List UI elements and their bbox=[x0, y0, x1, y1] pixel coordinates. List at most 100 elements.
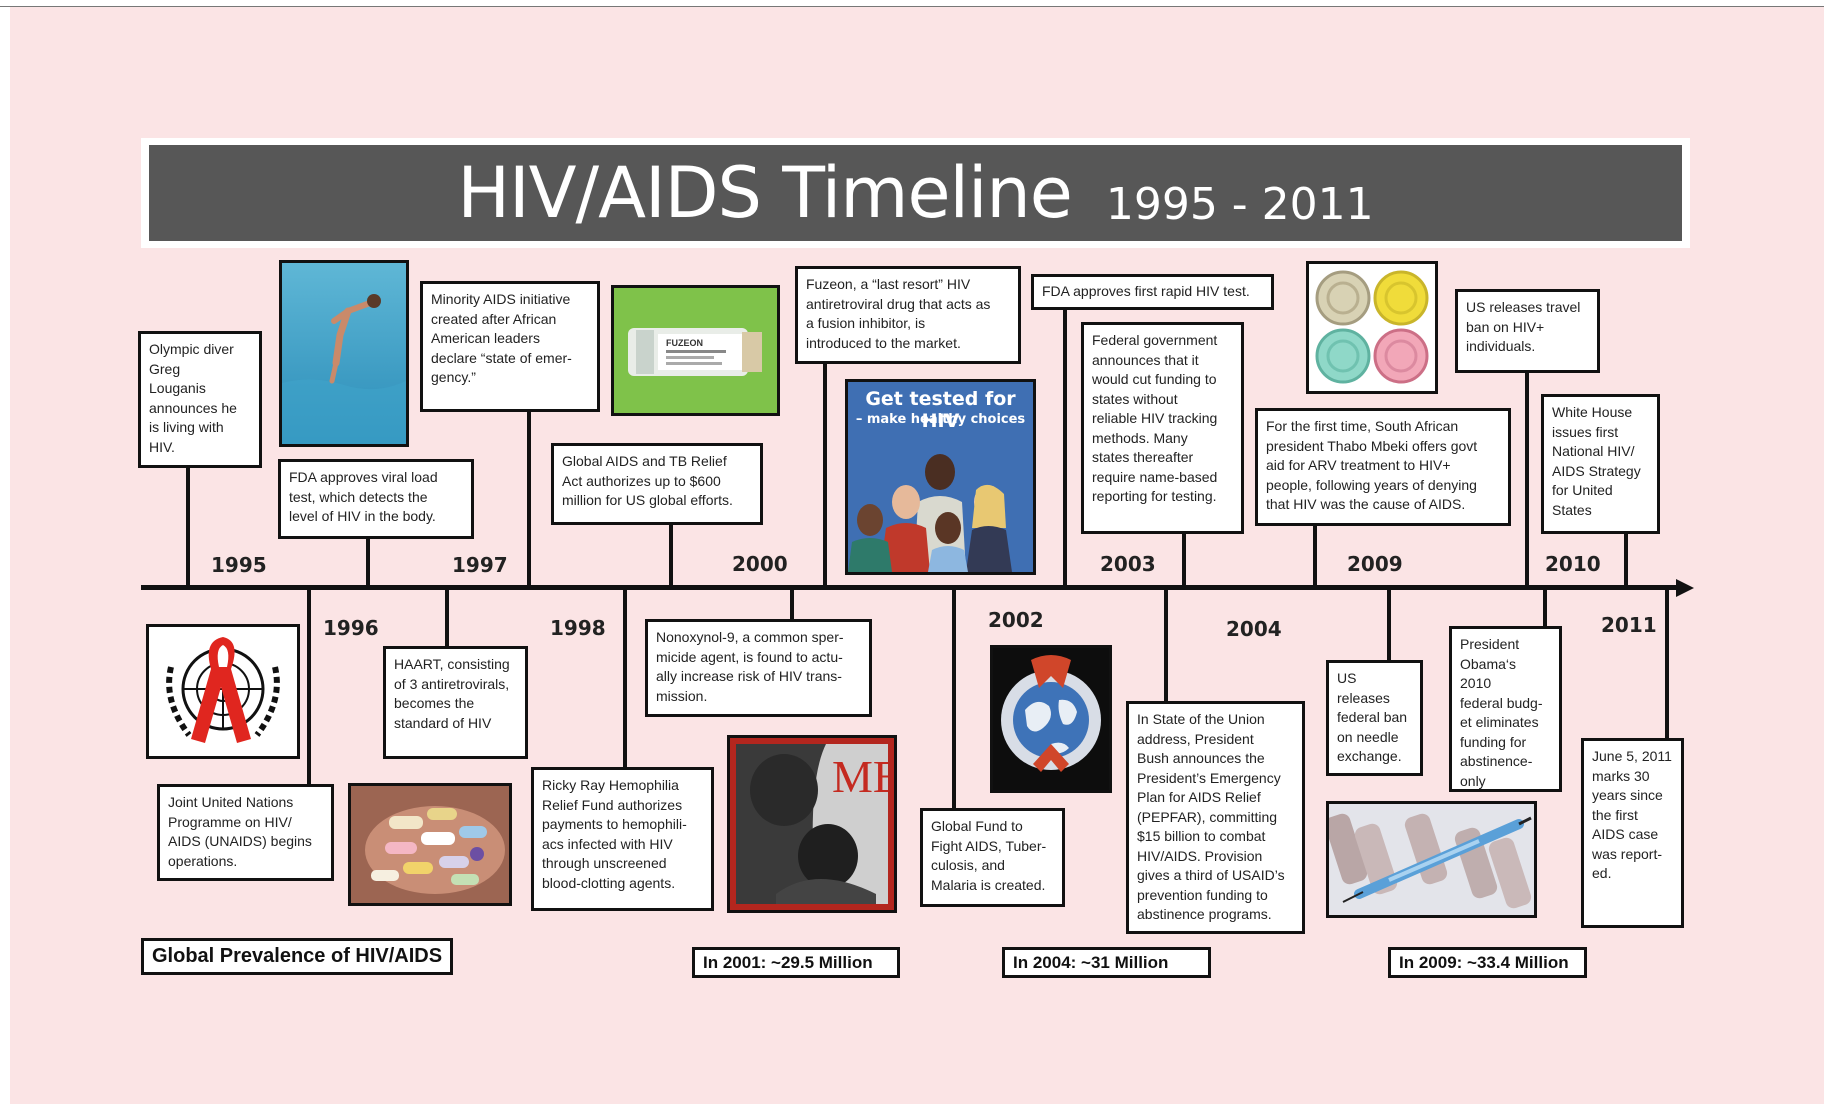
magazine-cover: ME bbox=[727, 735, 897, 913]
connector-needle bbox=[1387, 588, 1391, 662]
year-2011: 2011 bbox=[1601, 613, 1657, 637]
event-line: million for US global efforts. bbox=[562, 492, 733, 508]
event-minority: Minority AIDS initiative created after A… bbox=[420, 281, 600, 412]
syringe-photo bbox=[1326, 801, 1537, 918]
connector-nonoxynol bbox=[790, 588, 794, 620]
event-line: prevention funding to bbox=[1137, 886, 1268, 903]
event-fuzeon: Fuzeon, a “last resort” HIV antiretrovir… bbox=[795, 266, 1021, 364]
event-line: on needle bbox=[1337, 728, 1399, 745]
event-line: mission. bbox=[656, 687, 708, 704]
event-global-aids-tb: Global AIDS and TB Relief Act authorizes… bbox=[551, 443, 763, 525]
event-line: president Thabo Mbeki offers govt bbox=[1266, 437, 1478, 454]
event-louganis: Olympic diver Greg Louganis announces he… bbox=[138, 331, 262, 468]
event-line: Global AIDS and TB Relief bbox=[562, 453, 727, 469]
event-line: individuals. bbox=[1466, 338, 1536, 354]
event-rapid-test: FDA approves first rapid HIV test. bbox=[1031, 274, 1274, 310]
event-line: HIV/AIDS. Provision bbox=[1137, 847, 1263, 864]
event-line: would cut funding to bbox=[1092, 371, 1217, 387]
event-line: AIDS (UNAIDS) begins bbox=[168, 833, 312, 849]
magazine-masthead: ME bbox=[832, 751, 888, 802]
event-line: Act authorizes up to $600 bbox=[562, 472, 721, 489]
connector-obama-budget bbox=[1543, 588, 1547, 628]
event-line: HIV. bbox=[149, 438, 175, 455]
event-line: Ricky Ray Hemophilia bbox=[542, 777, 679, 793]
event-line: Nonoxynol-9, a common sper- bbox=[656, 629, 844, 645]
event-line: (PEPFAR), committing bbox=[1137, 808, 1278, 825]
event-line: Bush announces the bbox=[1137, 750, 1265, 766]
event-unaids: Joint United Nations Programme on HIV/ A… bbox=[157, 784, 334, 881]
event-line: gency.” bbox=[431, 369, 476, 385]
event-line: Global Fund to bbox=[931, 818, 1023, 834]
event-viral-load: FDA approves viral load test, which dete… bbox=[278, 459, 474, 539]
event-line: announces that it bbox=[1092, 351, 1199, 368]
vial-label: FUZEON bbox=[666, 338, 703, 348]
connector-thirty-years bbox=[1665, 588, 1669, 740]
prevalence-2004: In 2004: ~31 Million bbox=[1002, 947, 1211, 978]
event-ricky-ray: Ricky Ray Hemophilia Relief Fund authori… bbox=[531, 767, 714, 911]
event-line: ed. bbox=[1592, 865, 1612, 881]
event-mbeki: For the first time, South African presid… bbox=[1255, 408, 1511, 526]
event-line: US releases travel bbox=[1466, 299, 1581, 315]
year-2010: 2010 bbox=[1545, 552, 1601, 576]
pills-photo bbox=[348, 783, 512, 906]
year-2009: 2009 bbox=[1347, 552, 1403, 576]
diver-photo bbox=[279, 260, 409, 447]
connector-viral-load bbox=[366, 537, 370, 587]
event-line: states thereafter bbox=[1092, 449, 1194, 465]
event-line: operations. bbox=[168, 852, 238, 869]
event-line: announces he bbox=[149, 399, 237, 416]
year-2003: 2003 bbox=[1100, 552, 1156, 576]
connector-global-fund bbox=[952, 588, 956, 810]
event-line: reporting for testing. bbox=[1092, 488, 1217, 504]
event-line: States bbox=[1552, 501, 1592, 518]
event-line: Malaria is created. bbox=[931, 876, 1046, 893]
event-line: antiretroviral drug that acts as bbox=[806, 295, 991, 312]
event-line: of 3 antiretrovirals, bbox=[394, 675, 510, 692]
connector-haart bbox=[445, 588, 449, 648]
event-federal-funding: Federal government announces that it wou… bbox=[1081, 322, 1244, 534]
event-line: US releases bbox=[1337, 670, 1390, 706]
event-line: Greg bbox=[149, 360, 181, 377]
event-line: through unscreened bbox=[542, 855, 667, 871]
event-line: funding for bbox=[1460, 733, 1527, 750]
event-nonoxynol: Nonoxynol-9, a common sper- micide agent… bbox=[645, 619, 872, 717]
event-haart: HAART, consisting of 3 antiretrovirals, … bbox=[383, 646, 528, 759]
event-line: National HIV/ bbox=[1552, 443, 1635, 459]
condoms-photo bbox=[1306, 261, 1438, 394]
connector-travel-ban bbox=[1525, 370, 1529, 587]
diver-illustration bbox=[282, 263, 406, 444]
magazine-illustration: ME bbox=[736, 744, 888, 904]
event-white-house: White House issues first National HIV/ A… bbox=[1541, 394, 1660, 534]
timeline-arrowhead bbox=[1676, 579, 1694, 597]
event-line: only bbox=[1460, 772, 1486, 789]
event-line: address, President bbox=[1137, 730, 1254, 747]
event-line: abstinence programs. bbox=[1137, 906, 1272, 922]
pepfar-seal bbox=[990, 645, 1112, 793]
event-line: In State of the Union bbox=[1137, 711, 1265, 727]
prevalence-2009: In 2009: ~33.4 Million bbox=[1388, 947, 1587, 978]
event-global-fund: Global Fund to Fight AIDS, Tuber- culosi… bbox=[920, 808, 1065, 907]
event-line: June 5, 2011 bbox=[1592, 748, 1672, 764]
page-title: HIV/AIDS Timeline bbox=[457, 152, 1073, 234]
event-line: federal budg- bbox=[1460, 694, 1543, 711]
event-line: standard of HIV bbox=[394, 714, 492, 731]
pills-illustration bbox=[351, 786, 509, 903]
event-line: ally increase risk of HIV trans- bbox=[656, 668, 842, 684]
connector-rapid-test bbox=[1063, 307, 1067, 587]
event-line: Programme on HIV/ bbox=[168, 813, 292, 830]
vial-illustration: FUZEON bbox=[614, 288, 777, 413]
title-banner: HIV/AIDS Timeline 1995 - 2011 bbox=[141, 138, 1690, 248]
event-needle: US releases federal ban on needle exchan… bbox=[1326, 660, 1423, 776]
event-line: blood-clotting agents. bbox=[542, 874, 676, 891]
event-line: federal ban bbox=[1337, 709, 1408, 725]
event-line: becomes the bbox=[394, 695, 475, 711]
event-line: gives a third of USAID’s bbox=[1137, 867, 1285, 883]
event-line: is living with bbox=[149, 419, 224, 435]
event-line: acs infected with HIV bbox=[542, 835, 673, 852]
event-thirty-years: June 5, 2011 marks 30 years since the fi… bbox=[1581, 738, 1684, 928]
syringe-illustration bbox=[1329, 804, 1534, 915]
connector-unaids bbox=[307, 588, 311, 786]
event-travel-ban: US releases travel ban on HIV+ individua… bbox=[1455, 289, 1600, 373]
timeline-axis bbox=[141, 585, 1679, 590]
connector-mbeki bbox=[1313, 523, 1317, 587]
